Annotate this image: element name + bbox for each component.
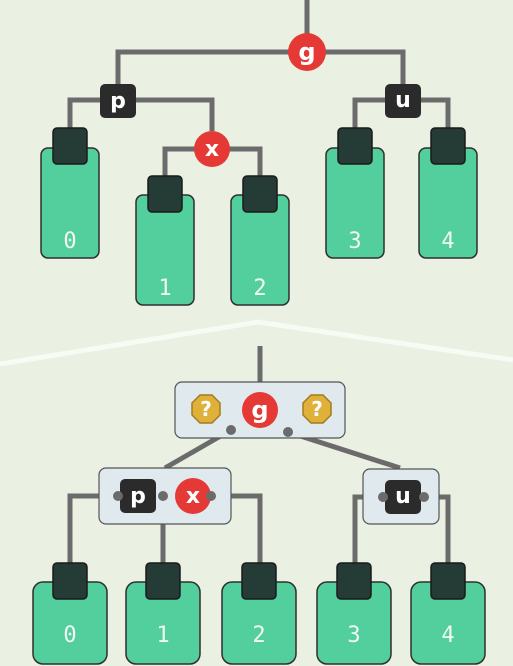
top-node-x: x bbox=[194, 131, 230, 167]
top-leaf-3-label: 3 bbox=[348, 229, 361, 254]
top-root-node-g: g bbox=[288, 33, 326, 71]
bottom-node-p-label: p bbox=[130, 484, 146, 509]
bottom-root-node-g: g bbox=[242, 392, 278, 428]
top-leaf-2: 2 bbox=[230, 175, 290, 306]
bottom-leaf-0: 0 bbox=[32, 562, 108, 665]
top-leaf-4-label: 4 bbox=[441, 229, 454, 254]
top-node-p-label: p bbox=[110, 89, 126, 114]
bottom-leaf-1: 1 bbox=[125, 562, 201, 665]
bottom-leaf-4: 4 bbox=[410, 562, 486, 665]
bottom-node-u-label: u bbox=[395, 484, 411, 509]
unknown-left-label: ? bbox=[200, 397, 212, 421]
bottom-left-group: p x bbox=[98, 467, 232, 525]
bottom-root-label: g bbox=[251, 396, 268, 424]
top-leaf-0-label: 0 bbox=[63, 229, 76, 254]
bottom-leaf-1-label: 1 bbox=[156, 623, 169, 648]
top-leaf-0: 0 bbox=[40, 127, 100, 259]
bottom-right-group: u bbox=[362, 468, 440, 525]
top-leaf-1: 1 bbox=[135, 175, 195, 306]
top-leaf-4: 4 bbox=[418, 127, 478, 259]
bottom-edges bbox=[67, 346, 451, 565]
bottom-node-x-label: x bbox=[186, 484, 200, 509]
top-node-u-label: u bbox=[395, 88, 411, 113]
bottom-root-group: ? g ? bbox=[174, 381, 346, 439]
bottom-leaf-2: 2 bbox=[221, 562, 297, 665]
bottom-tree: ? g ? p x bbox=[32, 346, 486, 665]
unknown-node-left: ? bbox=[191, 394, 221, 424]
top-leaf-3: 3 bbox=[325, 127, 385, 259]
bottom-node-x: x bbox=[175, 478, 211, 514]
section-divider bbox=[0, 319, 513, 367]
bottom-leaf-0-label: 0 bbox=[63, 623, 76, 648]
unknown-right-label: ? bbox=[311, 397, 323, 421]
bottom-node-p: p bbox=[120, 479, 156, 513]
top-edges bbox=[67, 0, 451, 177]
top-root-label: g bbox=[298, 38, 315, 66]
bottom-node-u: u bbox=[385, 480, 421, 514]
top-leaf-1-label: 1 bbox=[158, 276, 171, 301]
bottom-leaf-2-label: 2 bbox=[252, 623, 265, 648]
unknown-node-right: ? bbox=[302, 394, 332, 424]
bottom-leaf-3: 3 bbox=[316, 562, 392, 665]
top-leaf-2-label: 2 bbox=[253, 276, 266, 301]
bottom-leaf-3-label: 3 bbox=[347, 623, 360, 648]
top-tree: 0 1 2 3 4 g p bbox=[40, 0, 478, 306]
bottom-leaf-4-label: 4 bbox=[441, 623, 454, 648]
top-node-x-label: x bbox=[205, 137, 219, 162]
top-node-u: u bbox=[385, 84, 421, 118]
top-node-p: p bbox=[100, 84, 136, 118]
